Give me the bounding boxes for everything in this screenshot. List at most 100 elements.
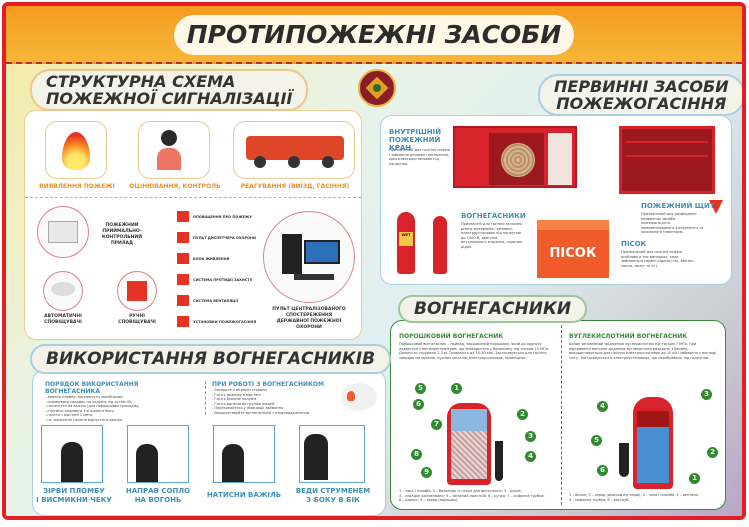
extinguishers-heading: ВОГНЕГАСНИКИ — [398, 295, 588, 323]
extinguishers-text: Призначені для гасіння загорянь різних м… — [461, 222, 523, 249]
fire-board — [619, 126, 715, 194]
sprinkler-icon — [177, 316, 189, 327]
legend-line: 1 – чека і пломба; 2 – балончик із газом… — [399, 489, 522, 493]
step-line: І ВИСМИКНИ ЧЕКУ — [36, 496, 112, 504]
heading-line: ПОЖЕЖОГАСІННЯ — [556, 94, 727, 113]
order-title: ПОРЯДОК ВИКОРИСТАННЯ ВОГНЕГАСНИКА — [45, 381, 139, 395]
computer-console — [263, 211, 355, 303]
callout-number: 7 — [431, 419, 442, 430]
callout-number: 4 — [597, 401, 608, 412]
heading-line: СТРУКТУРНА СХЕМА — [46, 72, 236, 91]
step-pull-pin — [41, 425, 103, 483]
powder-title: ПОРОШКОВИЙ ВОГНЕГАСНИК — [399, 333, 504, 340]
label-line: СПОСТЕРЕЖЕННЯ — [285, 313, 333, 318]
poster: ПРОТИПОЖЕЖНІ ЗАСОБИ СТРУКТУРНА СХЕМА ПОЖ… — [2, 2, 746, 520]
heading-line: ПОЖЕЖНОЇ СИГНАЛІЗАЦІЇ — [46, 89, 293, 108]
co2-extinguisher-image — [433, 216, 447, 274]
usage-heading: ВИКОРИСТАННЯ ВОГНЕГАСНИКІВ — [30, 344, 392, 374]
alarm-horn-icon — [177, 211, 189, 222]
co2-extinguisher-diagram — [633, 397, 673, 489]
sand-text: Призначений для гасіння пожеж, особливо … — [621, 250, 695, 268]
stage-label: ОЦІНЮВАННЯ, КОНТРОЛЬ — [129, 183, 221, 190]
co2-title: ВУГЛЕКИСЛОТНИЙ ВОГНЕГАСНИК — [569, 333, 688, 340]
page-title: ПРОТИПОЖЕЖНІ ЗАСОБИ — [174, 15, 574, 55]
callout-number: 5 — [415, 383, 426, 394]
label-line: ОХОРОНИ — [296, 325, 322, 330]
powder-column: ПОРОШКОВИЙ ВОГНЕГАСНИК Порошковий вогнег… — [399, 333, 555, 360]
sand-title: ПІСОК — [621, 240, 647, 248]
work-title: ПРИ РОБОТІ З ВОГНЕГАСНИКОМ — [212, 381, 324, 388]
callout-number: 2 — [707, 447, 718, 458]
co2-legend: 1 – балон; 2 – заряд (діоксид вуглецю); … — [569, 493, 719, 502]
control-panel-device — [37, 206, 89, 258]
person-thinking-icon — [138, 121, 210, 179]
callout-number: 3 — [701, 389, 712, 400]
callout-number: 6 — [597, 465, 608, 476]
work-item: - Гасіть одночасно групою людей — [212, 401, 275, 406]
board-text: Призначений для розміщення первинних зас… — [641, 212, 704, 234]
legend-line: 1 – балон; 2 – заряд (діоксид вуглецю); … — [569, 493, 699, 497]
alarm-heading: СТРУКТУРНА СХЕМА ПОЖЕЖНОЇ СИГНАЛІЗАЦІЇ — [30, 69, 309, 111]
output-item: СИСТЕМА ПРОТИДІЇ ЗАХИСТУ — [193, 277, 253, 282]
callout-number: 3 — [525, 431, 536, 442]
output-item: БЛОК ЖИВЛЕННЯ — [193, 256, 230, 261]
extinguisher-image: WET — [397, 212, 415, 274]
work-item: - Заходьте з вітряної сторони — [212, 388, 267, 392]
fire-bucket-icon — [709, 200, 723, 214]
label-line: ПУЛЬТ ЦЕНТРАЛІЗОВАНОГО — [272, 307, 346, 312]
callout-number: 6 — [413, 399, 424, 410]
legend-line: 4 – насадок розпилювач; 5 – запірний при… — [399, 493, 545, 498]
smoke-detector — [43, 271, 83, 311]
label-line: ПОЖЕЖНИЙ — [105, 223, 139, 228]
sand-box: ПІСОК — [537, 220, 609, 278]
step-aim-nozzle — [127, 425, 189, 483]
title-line: ПОЖЕЖНИЙ КРАН — [389, 136, 441, 152]
callout-number: 1 — [689, 473, 700, 484]
powder-text: Порошковий вогнегасник – прилад, зарядже… — [399, 342, 550, 360]
ventilation-icon — [177, 295, 189, 306]
label-line: ПРИЛАД — [110, 241, 134, 246]
heading-line: ПЕРВИННІ ЗАСОБИ — [554, 77, 729, 96]
work-item: - Гасіть ближнє полум'я — [212, 397, 257, 401]
protection-icon — [177, 274, 189, 285]
callout-number: 9 — [421, 467, 432, 478]
extinguishers-title: ВОГНЕГАСНИКИ — [461, 212, 526, 220]
stage-label: РЕАГУВАННЯ (ВИЇЗД, ГАСІННЯ) — [240, 183, 350, 190]
order-item: - гасити з відстані 1 метр; — [45, 413, 94, 417]
output-item: ПУЛЬТ ДИСПЕТЧЕРА ОХОРОНИ — [193, 235, 256, 240]
divider — [25, 197, 361, 198]
label-line: АВТОМАТИЧНІ — [44, 314, 82, 319]
column-divider — [561, 325, 562, 505]
title-line: ВНУТРІШНІЙ — [389, 128, 442, 136]
primary-heading: ПЕРВИННІ ЗАСОБИ ПОЖЕЖОГАСІННЯ — [538, 74, 742, 116]
label-line: СПОВІЩУВАЧІ — [118, 320, 156, 325]
output-item: ОПОВІЩЕННЯ ПРО ПОЖЕЖУ — [193, 214, 252, 219]
work-item: - Переконайтесь у ліквідації займання — [212, 406, 284, 410]
callout-number: 4 — [525, 451, 536, 462]
step-line: ЗІРВИ ПЛОМБУ — [43, 487, 105, 495]
order-item: - спрямувати насадок на полум'я під куто… — [45, 399, 133, 404]
step-squeeze-lever — [213, 425, 275, 483]
step-line: ВЕДИ СТРУМЕНЕМ — [295, 487, 371, 495]
co2-column: ВУГЛЕКИСЛОТНИЙ ВОГНЕГАСНИК Балон заповне… — [569, 333, 719, 360]
order-item: - струмінь подавати з вітряного боку; — [45, 408, 115, 413]
callout-number: 1 — [451, 383, 462, 394]
step-line: З БОКУ В БІК — [306, 496, 360, 504]
hydrant-cabinet — [453, 126, 577, 188]
order-item: - натиснути на важіль (для порошкових пр… — [45, 404, 140, 408]
callout-number: 5 — [591, 435, 602, 446]
step-line: НА ВОГОНЬ — [134, 496, 182, 504]
power-switch-icon — [177, 253, 189, 264]
step-line: НАПРАВ СОПЛО — [125, 487, 191, 495]
step-line: НАТИСНИ ВАЖІЛЬ — [206, 491, 282, 499]
hydrant-text: Призначений для гасіння пожеж і займання… — [389, 148, 451, 166]
label-line: РУЧНІ — [129, 314, 145, 319]
